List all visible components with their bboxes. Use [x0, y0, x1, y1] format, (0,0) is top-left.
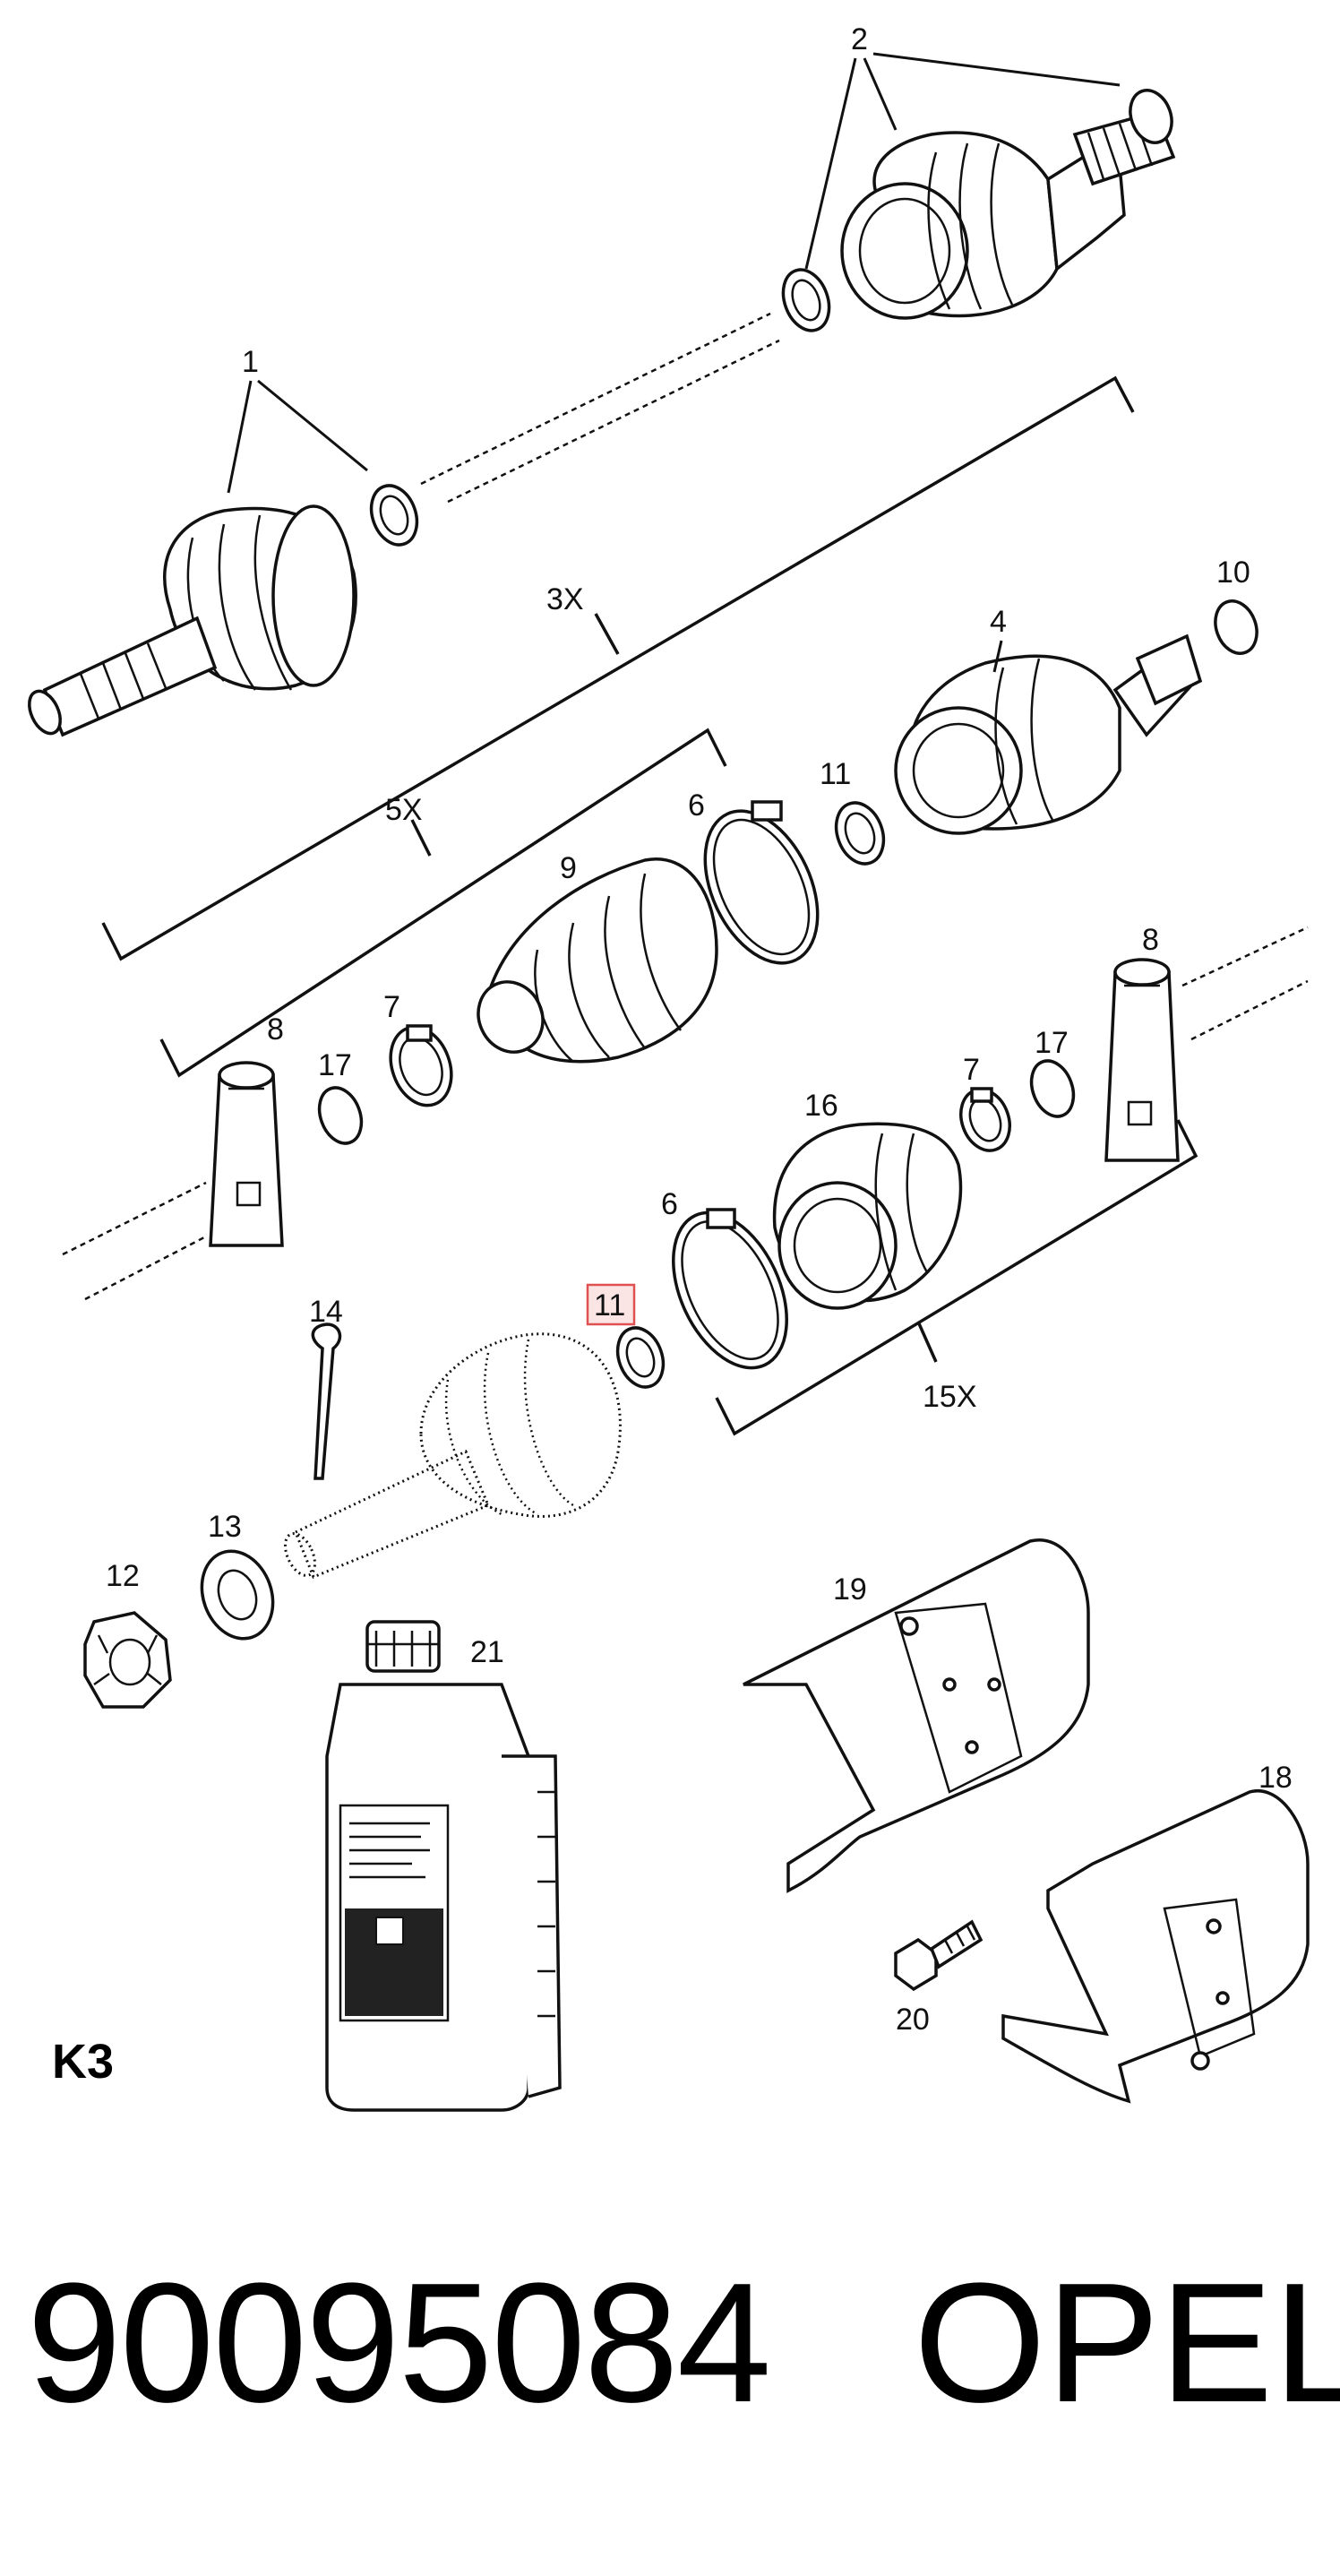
bracket-5x — [159, 728, 727, 1078]
outer-joint-2 — [840, 109, 1176, 320]
label-16: 16 — [804, 1089, 838, 1123]
part-number: 90095084 — [27, 2248, 771, 2438]
inner-joint-shaft — [283, 1332, 622, 1579]
clamp-7-right — [959, 1087, 1011, 1152]
label-17-right: 17 — [1035, 1026, 1069, 1060]
outer-joint-4 — [894, 633, 1203, 835]
label-19: 19 — [833, 1572, 867, 1607]
shaft-dashed-mid-left — [62, 1181, 207, 1301]
washer-13 — [200, 1549, 275, 1641]
label-11-upper: 11 — [820, 757, 851, 791]
label-6-lower: 6 — [661, 1187, 678, 1221]
split-pin-14 — [311, 1322, 342, 1480]
label-1: 1 — [242, 345, 259, 379]
label-12: 12 — [106, 1559, 140, 1593]
heat-shield-18 — [1001, 1788, 1310, 2104]
clamp-7-left — [389, 1024, 453, 1107]
label-8-right: 8 — [1142, 923, 1159, 957]
label-5x: 5X — [385, 793, 423, 827]
label-18: 18 — [1258, 1761, 1293, 1795]
label-2: 2 — [851, 22, 868, 56]
label-15x: 15X — [923, 1380, 977, 1414]
label-3x: 3X — [546, 582, 584, 616]
label-14: 14 — [309, 1295, 343, 1329]
label-9: 9 — [560, 851, 577, 885]
brand-name: OPEL — [914, 2248, 1340, 2438]
label-7-left: 7 — [383, 990, 400, 1024]
boot-9 — [477, 857, 718, 1064]
label-6-upper: 6 — [688, 788, 705, 823]
circlip-17-right — [1029, 1059, 1076, 1118]
circlip-1 — [369, 484, 419, 547]
clamp-6-lower — [672, 1208, 788, 1370]
section-code: K3 — [52, 2035, 115, 2089]
circlip-2-right — [1129, 89, 1173, 144]
oil-bottle-21 — [325, 1620, 562, 2112]
label-10: 10 — [1216, 556, 1250, 590]
label-4: 4 — [990, 605, 1007, 639]
grease-tube-8-right — [1104, 958, 1180, 1162]
shaft-dashed-mid-right — [1181, 926, 1309, 1041]
boot-16 — [772, 1122, 963, 1310]
bolt-20 — [894, 1919, 984, 1992]
label-11-lower: 11 — [594, 1288, 625, 1322]
label-7-right: 7 — [963, 1053, 980, 1087]
outer-joint-1 — [28, 504, 357, 737]
label-17-left: 17 — [318, 1048, 352, 1082]
heat-shield-19 — [743, 1538, 1090, 1893]
bracket-3x — [101, 375, 1135, 961]
clamp-6-upper — [703, 800, 820, 965]
shaft-dashed-top — [420, 312, 780, 504]
circlip-11-lower — [615, 1326, 666, 1389]
castle-nut-12 — [83, 1611, 172, 1709]
highlight-box — [586, 1283, 636, 1326]
circlip-2-left — [781, 268, 831, 332]
label-8-left: 8 — [267, 1012, 284, 1047]
label-20: 20 — [896, 2003, 930, 2037]
grease-tube-8-left — [209, 1061, 284, 1247]
circlip-17-left — [317, 1086, 364, 1145]
circlip-11-upper — [834, 801, 886, 866]
bracket-15x — [715, 1119, 1198, 1436]
circlip-10 — [1214, 599, 1258, 655]
label-21: 21 — [470, 1635, 504, 1669]
label-13: 13 — [208, 1510, 242, 1544]
